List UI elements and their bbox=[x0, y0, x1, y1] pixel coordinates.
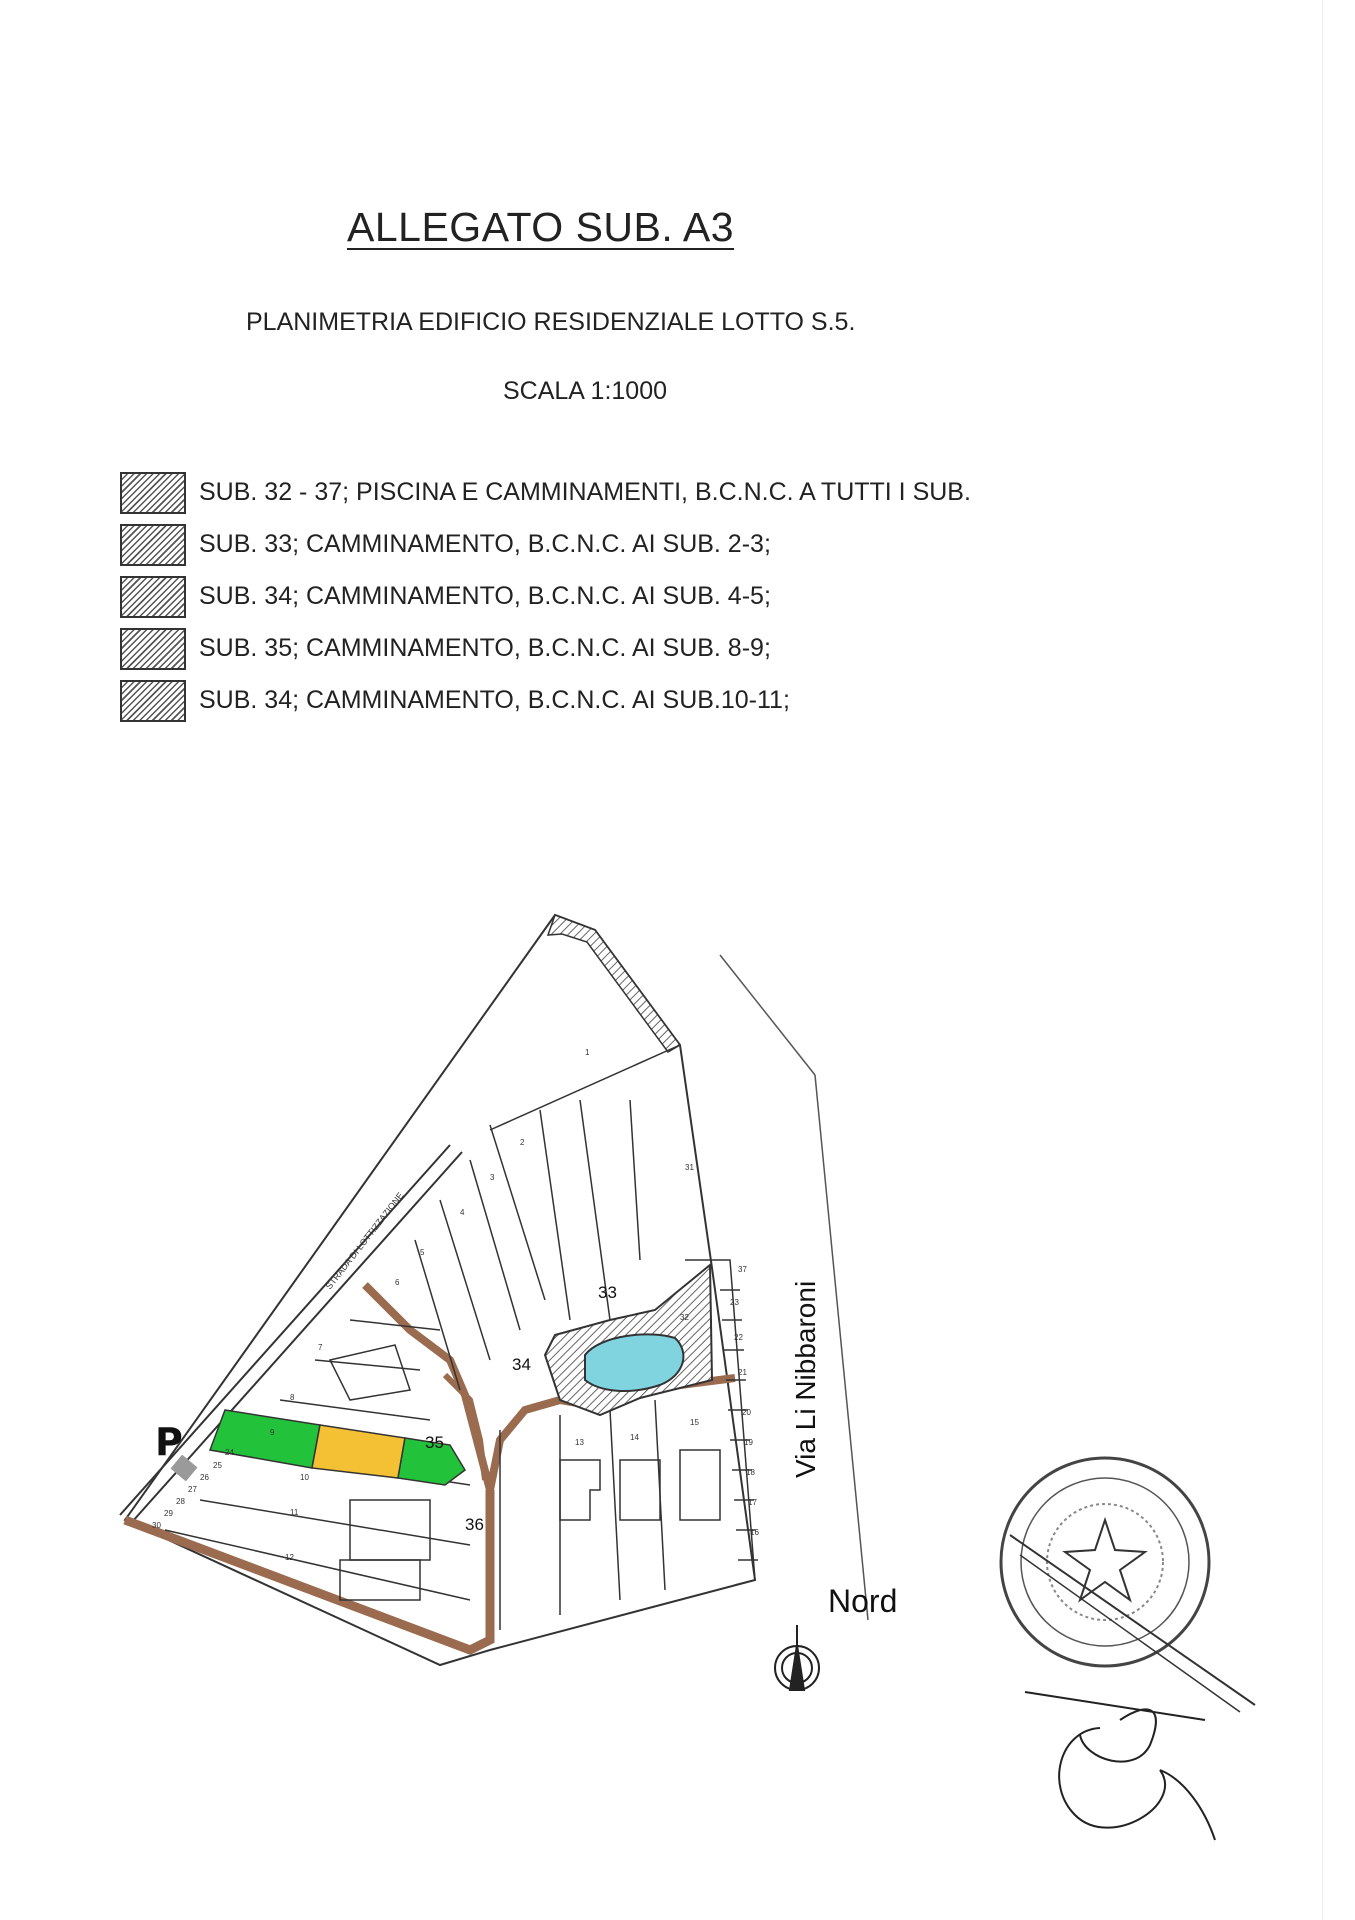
north-label: Nord bbox=[828, 1583, 897, 1619]
road-line bbox=[119, 1144, 451, 1516]
lot-number: 18 bbox=[746, 1468, 755, 1477]
legend-item: SUB. 34; CAMMINAMENTO, B.C.N.C. AI SUB. … bbox=[118, 574, 1078, 626]
compass-icon bbox=[774, 1625, 820, 1691]
lot-number: 27 bbox=[188, 1485, 197, 1494]
walkway-label-36: 36 bbox=[465, 1515, 484, 1534]
lot-number: 32 bbox=[680, 1313, 689, 1322]
street-line bbox=[719, 954, 816, 1076]
lot-number: 24 bbox=[225, 1448, 234, 1457]
lot-number: 12 bbox=[285, 1553, 294, 1562]
street-line bbox=[814, 1074, 869, 1621]
lot-number: 11 bbox=[290, 1508, 299, 1517]
scan-edge bbox=[1322, 0, 1323, 1920]
legend-item: SUB. 33; CAMMINAMENTO, B.C.N.C. AI SUB. … bbox=[118, 522, 1078, 574]
green-unit bbox=[397, 1437, 466, 1486]
lot-number: 23 bbox=[730, 1298, 739, 1307]
parking-space bbox=[170, 1454, 198, 1482]
lot-number: 28 bbox=[176, 1497, 185, 1506]
lot-number: 17 bbox=[748, 1498, 757, 1507]
lot-number: 13 bbox=[575, 1438, 584, 1447]
legend-item: SUB. 34; CAMMINAMENTO, B.C.N.C. AI SUB.1… bbox=[118, 678, 1078, 730]
brown-path bbox=[442, 1372, 488, 1481]
hatch-swatch bbox=[120, 472, 186, 514]
signature bbox=[1024, 1691, 1216, 1841]
stamp-icon bbox=[999, 1456, 1256, 1713]
parking-label: P bbox=[155, 1420, 183, 1464]
lot-number-labels: 1 31 2 3 4 5 6 7 8 9 10 11 12 13 14 15 1… bbox=[152, 1048, 759, 1562]
hatch-swatch bbox=[120, 680, 186, 722]
lot-number: 10 bbox=[300, 1473, 309, 1482]
legend-text: SUB. 33; CAMMINAMENTO, B.C.N.C. AI SUB. … bbox=[199, 530, 771, 558]
lot-number: 29 bbox=[164, 1509, 173, 1518]
lot-number: 20 bbox=[742, 1408, 751, 1417]
lot-number: 31 bbox=[685, 1163, 694, 1172]
legend: SUB. 32 - 37; PISCINA E CAMMINAMENTI, B.… bbox=[118, 470, 1078, 730]
hatch-swatch bbox=[120, 628, 186, 670]
lot-number: 4 bbox=[460, 1208, 465, 1217]
lot-number: 21 bbox=[738, 1368, 747, 1377]
document-title: ALLEGATO SUB. A3 bbox=[347, 204, 735, 250]
legend-text: SUB. 34; CAMMINAMENTO, B.C.N.C. AI SUB.1… bbox=[199, 686, 790, 714]
legend-item: SUB. 32 - 37; PISCINA E CAMMINAMENTI, B.… bbox=[118, 470, 1078, 522]
lot-number: 5 bbox=[420, 1248, 425, 1257]
street-label: Via Li Nibbaroni bbox=[790, 1281, 821, 1478]
lot-number: 25 bbox=[213, 1461, 222, 1470]
brown-path bbox=[123, 1490, 495, 1655]
lot-number: 16 bbox=[750, 1528, 759, 1537]
legend-text: SUB. 35; CAMMINAMENTO, B.C.N.C. AI SUB. … bbox=[199, 634, 771, 662]
lot-number: 14 bbox=[630, 1433, 639, 1442]
legend-text: SUB. 32 - 37; PISCINA E CAMMINAMENTI, B.… bbox=[199, 478, 971, 506]
lot-number: 30 bbox=[152, 1521, 161, 1530]
lot-number: 8 bbox=[290, 1393, 295, 1402]
walkway-label-33: 33 bbox=[598, 1283, 617, 1302]
hatch-swatch bbox=[120, 576, 186, 618]
lot-number: 15 bbox=[690, 1418, 699, 1427]
brown-path bbox=[362, 1282, 494, 1492]
document-scale: SCALA 1:1000 bbox=[503, 377, 668, 405]
hatch-swatch bbox=[120, 524, 186, 566]
walkway-label-34: 34 bbox=[512, 1355, 531, 1374]
document-subtitle: PLANIMETRIA EDIFICIO RESIDENZIALE LOTTO … bbox=[246, 308, 856, 336]
site-plan: STRADA DI LOTTIZZAZIONE bbox=[119, 913, 1256, 1841]
lot-number: 1 bbox=[585, 1048, 590, 1057]
pool-water bbox=[584, 1333, 685, 1392]
hatched-perimeter bbox=[546, 914, 682, 1053]
lot-number: 19 bbox=[744, 1438, 753, 1447]
lot-number: 26 bbox=[200, 1473, 209, 1482]
lot-number: 7 bbox=[318, 1343, 323, 1352]
legend-text: SUB. 34; CAMMINAMENTO, B.C.N.C. AI SUB. … bbox=[199, 582, 771, 610]
lot-number: 3 bbox=[490, 1173, 495, 1182]
lot-number: 6 bbox=[395, 1278, 400, 1287]
walkway-label-35: 35 bbox=[425, 1433, 444, 1452]
lot-number: 2 bbox=[520, 1138, 525, 1147]
lot-number: 22 bbox=[734, 1333, 743, 1342]
legend-item: SUB. 35; CAMMINAMENTO, B.C.N.C. AI SUB. … bbox=[118, 626, 1078, 678]
lot-number: 9 bbox=[270, 1428, 275, 1437]
lot-number: 37 bbox=[738, 1265, 747, 1274]
